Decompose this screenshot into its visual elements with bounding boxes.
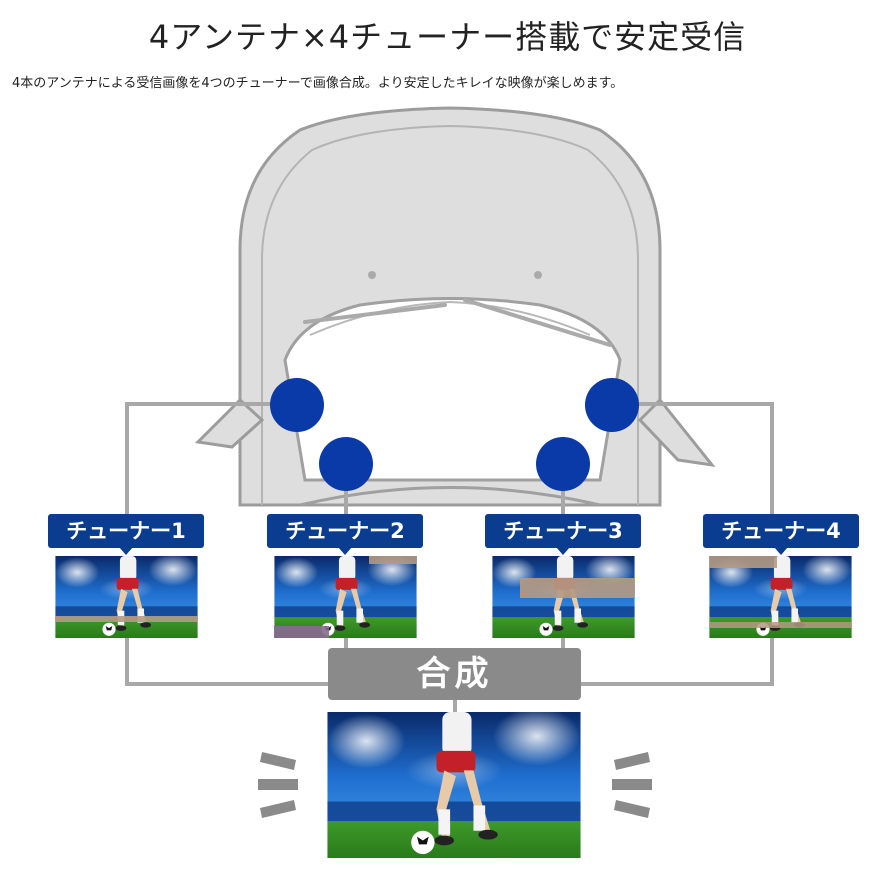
combined-image bbox=[325, 712, 583, 858]
antenna-marker-4 bbox=[585, 378, 639, 432]
tuner-label-4: チューナー4 bbox=[703, 514, 859, 555]
connection-lines bbox=[125, 402, 774, 712]
page-title: 4アンテナ×4チューナー搭載で安定受信 bbox=[148, 18, 747, 56]
tuner-label-3: チューナー3 bbox=[485, 514, 641, 555]
antenna-marker-1 bbox=[270, 378, 324, 432]
tuner-label-1: チューナー1 bbox=[48, 514, 204, 555]
sound-waves-right bbox=[612, 752, 652, 818]
tuner-image-3 bbox=[492, 556, 635, 638]
page-subtitle: 4本のアンテナによる受信画像を4つのチューナーで画像合成。より安定したキレイな映… bbox=[12, 76, 624, 91]
antenna-marker-2 bbox=[319, 437, 373, 491]
combine-box: 合成 bbox=[328, 648, 581, 700]
antenna-marker-3 bbox=[536, 437, 590, 491]
tuner-label-2: チューナー2 bbox=[267, 514, 423, 555]
sound-waves-left bbox=[258, 752, 298, 818]
tuner-image-4 bbox=[709, 556, 852, 638]
tuner-image-1 bbox=[55, 556, 198, 638]
tuner-image-2 bbox=[274, 556, 417, 638]
car-illustration bbox=[194, 106, 716, 507]
